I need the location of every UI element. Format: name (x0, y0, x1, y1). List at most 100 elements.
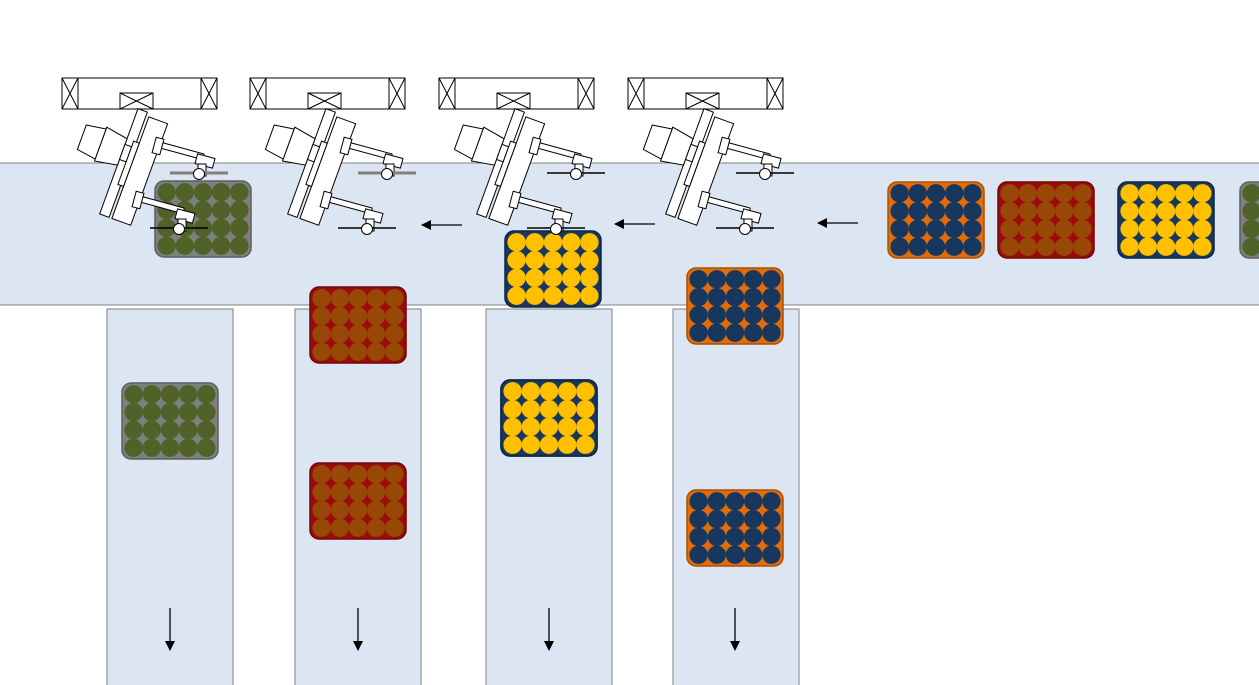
product-item (744, 509, 763, 529)
motor-coupler (306, 143, 321, 163)
product-item (385, 289, 404, 308)
product-item (1000, 237, 1019, 256)
tray-yellow-queued (1117, 181, 1215, 259)
product-item (926, 237, 946, 256)
product-item (1000, 184, 1019, 203)
product-item (707, 287, 726, 307)
product-item (503, 399, 522, 419)
product-item (348, 500, 368, 520)
product-item (543, 233, 563, 252)
product-item (330, 500, 349, 520)
product-item (1242, 237, 1259, 256)
product-item (525, 250, 544, 270)
lower-wrist (508, 190, 522, 210)
product-item (539, 435, 559, 454)
upper-suction (381, 168, 393, 180)
product-item (521, 435, 540, 454)
product-item (212, 236, 231, 255)
product-item (945, 201, 964, 221)
product-item (124, 402, 143, 422)
product-item (725, 527, 745, 547)
product-item (142, 385, 161, 404)
product-item (762, 492, 781, 511)
product-item (762, 545, 781, 564)
product-item (193, 236, 213, 255)
product-item (762, 305, 781, 325)
product-item (1156, 237, 1176, 256)
product-item (1242, 201, 1259, 221)
robot-arm (642, 108, 735, 226)
product-item (576, 417, 595, 437)
product-item (926, 219, 946, 239)
product-item (689, 270, 708, 289)
product-item (1018, 219, 1037, 239)
product-item (890, 201, 909, 221)
product-item (580, 268, 599, 288)
product-item (330, 518, 349, 537)
product-item (1193, 237, 1212, 256)
product-item (330, 324, 349, 344)
lower-suction (550, 223, 562, 235)
rail-end-left (438, 77, 456, 110)
product-item (1138, 201, 1158, 221)
product-item (1138, 184, 1158, 203)
product-item (908, 184, 927, 203)
motor-cap (642, 124, 673, 160)
product-item (124, 385, 143, 404)
rail-end-right (200, 77, 218, 110)
product-item (908, 237, 927, 256)
product-item (503, 382, 522, 401)
product-item (689, 305, 708, 325)
product-item (312, 482, 331, 502)
lower-suction (173, 223, 185, 235)
palletizing-robot-4 (627, 77, 794, 235)
product-item (193, 183, 213, 202)
product-item (1120, 184, 1139, 203)
product-item (312, 500, 331, 520)
product-item (689, 287, 708, 307)
product-item (762, 527, 781, 547)
product-item (744, 492, 763, 511)
product-item (890, 184, 909, 203)
column-joint (117, 140, 140, 188)
product-item (689, 323, 708, 342)
product-item (576, 399, 595, 419)
product-item (744, 305, 763, 325)
motor-coupler (684, 143, 699, 163)
motor-coupler (118, 143, 133, 163)
product-item (193, 200, 213, 220)
robot-arm (264, 108, 357, 226)
product-item (558, 417, 577, 437)
product-item (142, 420, 161, 440)
product-item (558, 382, 577, 401)
product-item (179, 438, 198, 457)
tray-orange-queued (887, 181, 985, 259)
product-item (312, 289, 331, 308)
product-item (744, 270, 763, 289)
product-item (707, 545, 726, 564)
product-item (926, 184, 946, 203)
product-item (562, 268, 581, 288)
tray-red-outfeed (309, 462, 407, 540)
product-item (348, 482, 368, 502)
product-item (1073, 201, 1092, 221)
product-item (1156, 219, 1176, 239)
product-item (385, 518, 404, 537)
product-item (1138, 237, 1158, 256)
product-item (230, 200, 249, 220)
product-item (539, 417, 559, 437)
product-item (1073, 184, 1092, 203)
product-item (212, 218, 231, 238)
product-item (385, 324, 404, 344)
product-item (890, 219, 909, 239)
product-item (762, 509, 781, 529)
tray-green-outfeed (121, 382, 219, 460)
palletizing-robot-2 (249, 77, 416, 235)
rail-end-left (61, 77, 79, 110)
upper-wrist (717, 136, 731, 156)
product-item (707, 270, 726, 289)
product-item (312, 465, 331, 484)
column-joint (494, 140, 517, 188)
product-item (543, 250, 563, 270)
